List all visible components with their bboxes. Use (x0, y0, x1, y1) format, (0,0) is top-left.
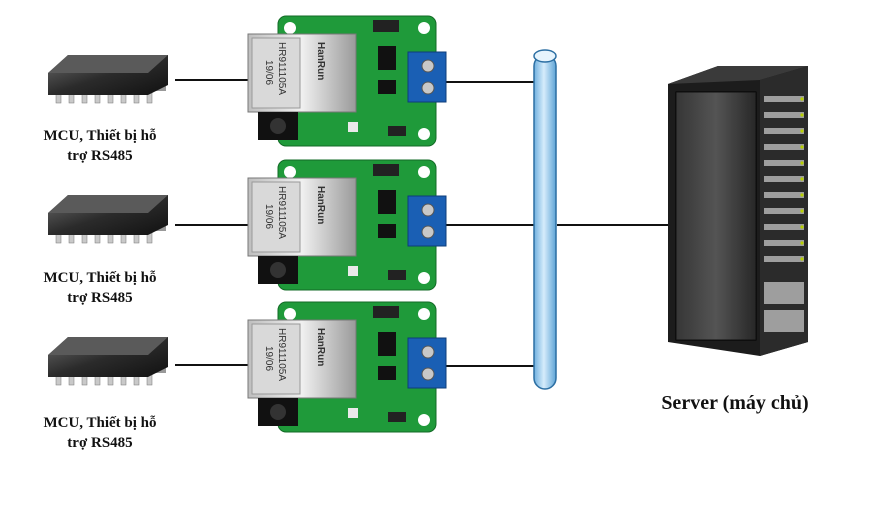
mcu-chip-3 (48, 337, 168, 386)
server-label: Server (máy chủ) (661, 392, 809, 414)
device-label-3: MCU, Thiết bị hỗ trợ RS485 (15, 413, 185, 453)
converter-module-2 (247, 159, 447, 291)
module-3-code: 19/06 (263, 346, 274, 371)
converter-module-1 (247, 15, 447, 147)
module-2-part: HR911105A (276, 186, 287, 239)
device-label-1-line1: MCU, Thiết bị hỗ (43, 128, 157, 144)
module-1-brand: HanRun (315, 42, 326, 80)
mcu-chip-2 (48, 195, 168, 244)
device-label-1: MCU, Thiết bị hỗ trợ RS485 (15, 126, 185, 166)
module-3-part: HR911105A (276, 328, 287, 381)
module-2-code: 19/06 (263, 204, 274, 229)
module-1-part: HR911105A (276, 42, 287, 95)
server-tower (668, 66, 808, 356)
device-label-1-line2: trợ RS485 (67, 148, 133, 164)
device-label-2-line1: MCU, Thiết bị hỗ (43, 270, 157, 286)
device-label-3-line2: trợ RS485 (67, 435, 133, 451)
mcu-chip-1 (48, 55, 168, 104)
converter-module-3 (247, 301, 447, 433)
device-label-2: MCU, Thiết bị hỗ trợ RS485 (15, 268, 185, 308)
device-label-3-line1: MCU, Thiết bị hỗ (43, 415, 157, 431)
module-2-brand: HanRun (315, 186, 326, 224)
module-1-code: 19/06 (263, 60, 274, 85)
rs485-bus (533, 49, 557, 390)
module-3-brand: HanRun (315, 328, 326, 366)
connection-lines (175, 79, 668, 367)
device-label-2-line2: trợ RS485 (67, 290, 133, 306)
